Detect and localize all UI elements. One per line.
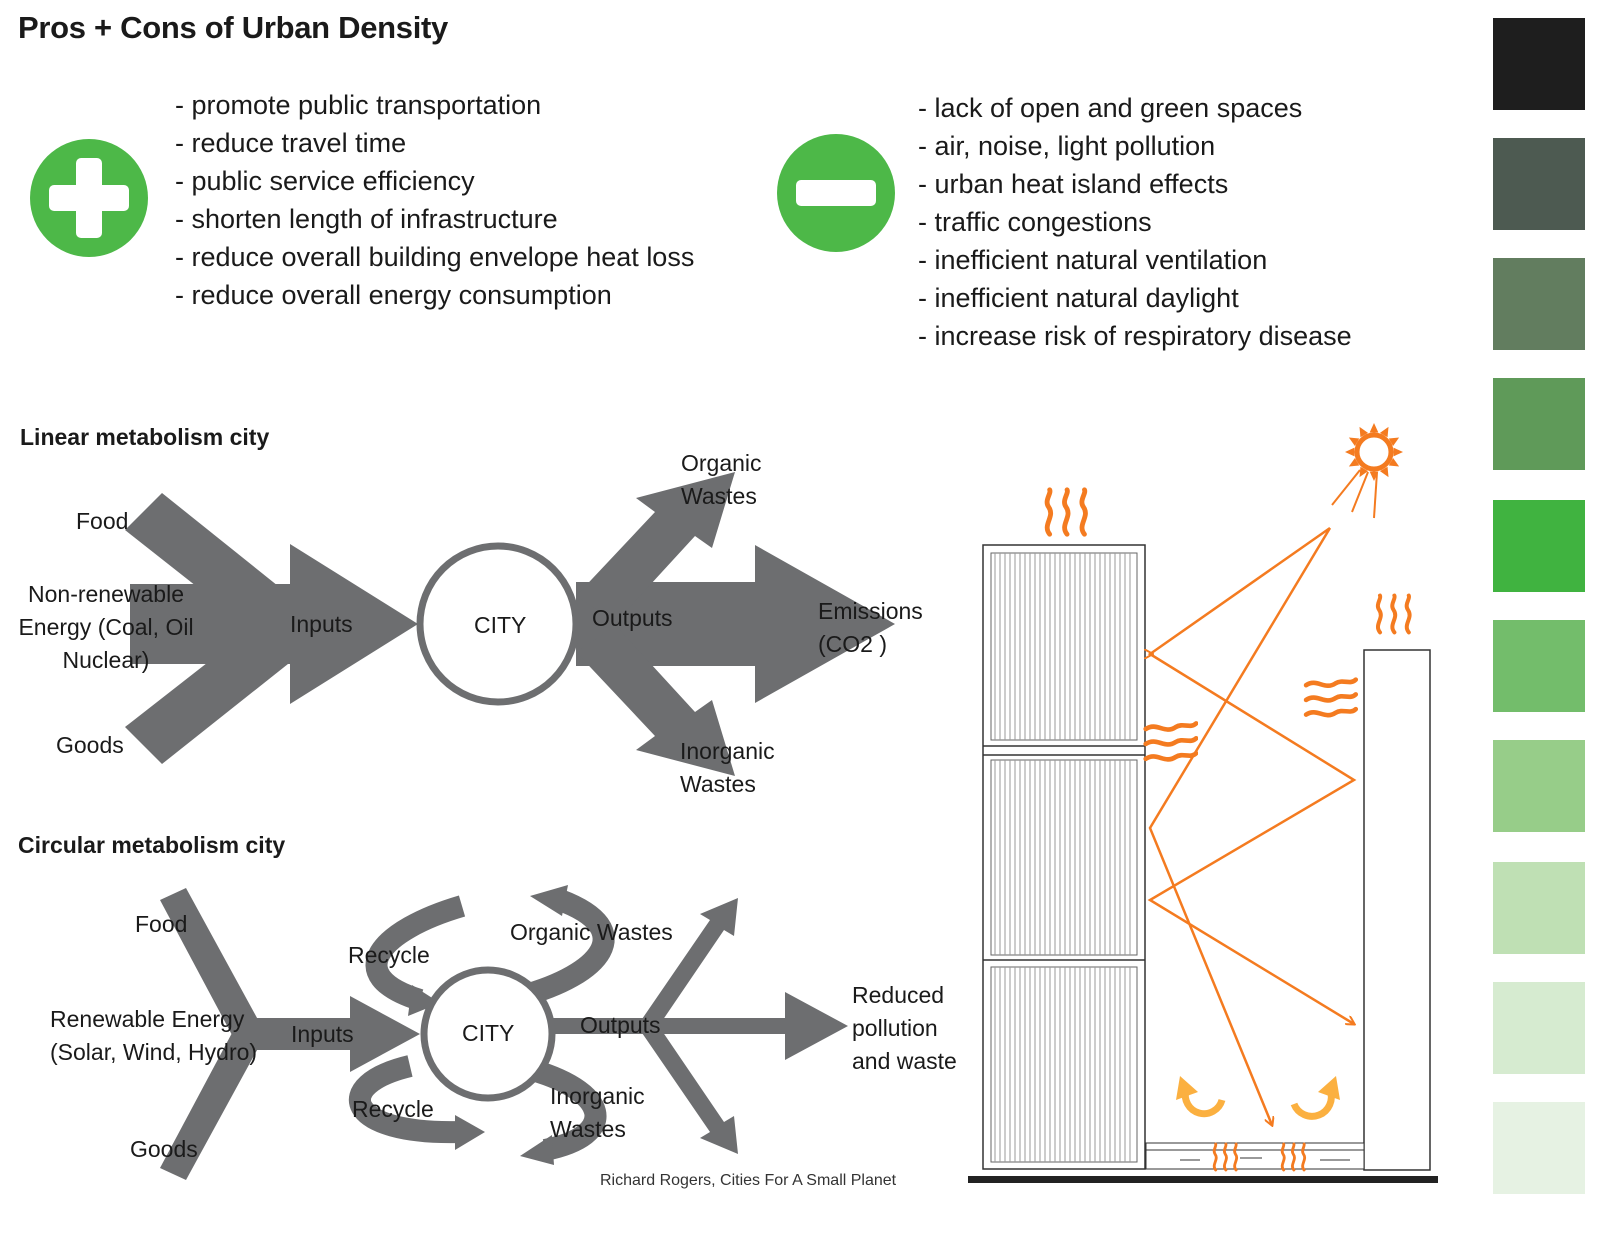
circular-recycle-bottom-label: Recycle — [352, 1096, 434, 1122]
circular-food-arrow — [160, 888, 268, 1050]
heat-waves-icon — [1378, 596, 1410, 633]
linear-organic-arrow — [576, 472, 735, 622]
recycle-arrow-icon — [1290, 1076, 1340, 1120]
linear-inorganic-arrow — [576, 626, 735, 776]
linear-outputs-arrow — [576, 545, 895, 703]
cons-list: - lack of open and green spaces - air, n… — [918, 89, 1352, 355]
circular-energy-label: Renewable Energy (Solar, Wind, Hydro) — [50, 1006, 258, 1065]
linear-inputs-label: Inputs — [290, 611, 353, 637]
color-swatch — [1493, 138, 1585, 230]
linear-organic-label: Organic Wastes — [681, 450, 762, 509]
pros-list: - promote public transportation - reduce… — [175, 86, 694, 314]
cons-item: - inefficient natural daylight — [918, 283, 1239, 313]
linear-food-label: Food — [76, 508, 129, 534]
circular-inputs-label: Inputs — [291, 1021, 354, 1047]
color-swatch — [1493, 500, 1585, 592]
circular-up-branch-arrow — [640, 898, 738, 1030]
sun-icon — [1331, 423, 1403, 519]
cons-item: - air, noise, light pollution — [918, 131, 1216, 161]
color-swatch — [1493, 862, 1585, 954]
pros-item: - reduce travel time — [175, 128, 407, 158]
circular-metabolism-arrows — [160, 888, 848, 1180]
circular-food-label: Food — [135, 911, 188, 937]
short-building — [1363, 649, 1431, 1171]
plus-icon — [30, 139, 148, 257]
linear-energy-label: Non-renewable Energy (Coal, Oil Nuclear) — [18, 581, 194, 673]
linear-metabolism-arrows — [125, 472, 895, 776]
linear-section-title: Linear metabolism city — [20, 424, 270, 450]
heat-waves-icon — [1306, 680, 1356, 715]
color-swatch — [1493, 740, 1585, 832]
color-swatch — [1493, 1102, 1585, 1194]
cons-item: - lack of open and green spaces — [918, 93, 1303, 123]
tall-building — [982, 544, 1146, 1170]
pros-item: - reduce overall building envelope heat … — [175, 242, 695, 272]
heat-waves-icon — [1047, 490, 1085, 534]
circular-reduced-label: Reduced pollution and waste — [852, 982, 957, 1074]
circular-organic-label: Organic Wastes — [510, 919, 673, 945]
pros-item: - reduce overall energy consumption — [175, 280, 612, 310]
cons-item: - increase risk of respiratory disease — [918, 321, 1352, 351]
page-title: Pros + Cons of Urban Density — [18, 10, 448, 45]
circular-city-label: CITY — [462, 1020, 515, 1046]
circular-inputs-arrow — [232, 996, 420, 1072]
linear-inorganic-label: Inorganic Wastes — [680, 738, 775, 797]
linear-city-circle — [416, 542, 580, 706]
pros-item: - public service efficiency — [175, 166, 475, 196]
circular-goods-arrow — [160, 1018, 268, 1180]
pros-item: - shorten length of infrastructure — [175, 204, 558, 234]
source-credit: Richard Rogers, Cities For A Small Plane… — [600, 1172, 897, 1189]
low-structure — [1145, 1142, 1365, 1170]
ground-line — [968, 1176, 1438, 1183]
circular-recycle-arrows — [348, 889, 615, 1161]
cons-item: - traffic congestions — [918, 207, 1152, 237]
cons-item: - urban heat island effects — [918, 169, 1229, 199]
circular-inorganic-label: Inorganic Wastes — [550, 1083, 645, 1142]
color-swatch — [1493, 258, 1585, 350]
circular-outputs-arrow — [550, 992, 848, 1060]
circular-goods-label: Goods — [130, 1136, 198, 1162]
circular-outputs-label: Outputs — [580, 1012, 661, 1038]
color-swatch — [1493, 18, 1585, 110]
minus-icon — [777, 134, 895, 252]
linear-emissions-label: Emissions (CO2 ) — [818, 598, 923, 657]
pros-item: - promote public transportation — [175, 90, 542, 120]
color-swatch — [1493, 620, 1585, 712]
linear-inputs-arrow — [130, 544, 418, 704]
linear-goods-label: Goods — [56, 732, 124, 758]
circular-city-circle — [420, 966, 556, 1102]
circular-recycle-top-label: Recycle — [348, 942, 430, 968]
reflection-rays — [1150, 526, 1354, 1125]
circular-down-branch-arrow — [640, 1022, 738, 1154]
cons-item: - inefficient natural ventilation — [918, 245, 1268, 275]
recycle-arrow-icon — [1176, 1076, 1226, 1118]
heat-waves-icon — [1146, 723, 1196, 759]
linear-outputs-label: Outputs — [592, 605, 673, 631]
color-swatch — [1493, 378, 1585, 470]
color-swatch — [1493, 982, 1585, 1074]
circular-section-title: Circular metabolism city — [18, 832, 286, 858]
linear-city-label: CITY — [474, 612, 527, 638]
